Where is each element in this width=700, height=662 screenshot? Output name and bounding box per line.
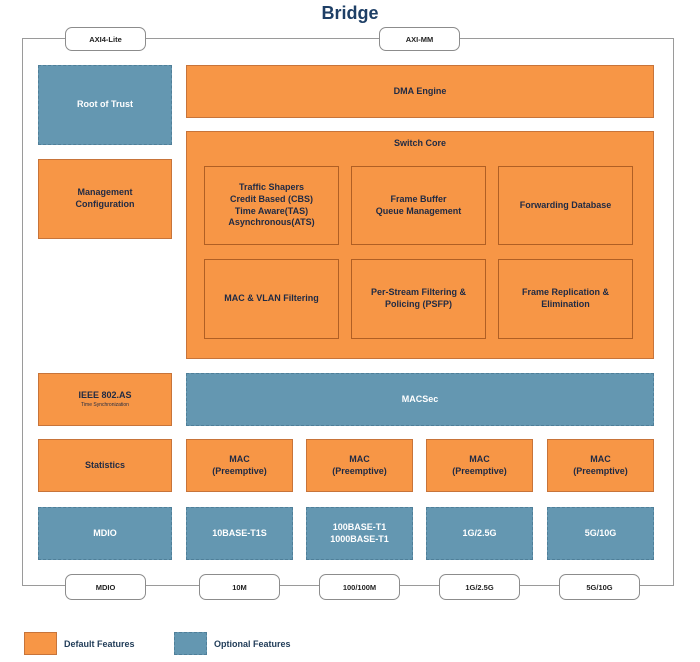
mac-vlan-filtering-block: MAC & VLAN Filtering	[204, 259, 339, 339]
legend-default-swatch	[24, 632, 57, 655]
phy-1g-2-5g-block: 1G/2.5G	[426, 507, 533, 560]
mac-preemptive-block-2: MAC (Preemptive)	[306, 439, 413, 492]
ieee-802-as-block: IEEE 802.AS Time Synchronization	[38, 373, 172, 426]
ieee-802-as-subtitle: Time Synchronization	[81, 402, 129, 409]
mac-preemptive-block-4: MAC (Preemptive)	[547, 439, 654, 492]
diagram-title: Bridge	[321, 3, 379, 23]
port-axi-mm: AXI-MM	[379, 27, 460, 51]
phy-100base-t1-block: 100BASE-T1 1000BASE-T1	[306, 507, 413, 560]
statistics-block: Statistics	[38, 439, 172, 492]
port-mdio: MDIO	[65, 574, 146, 600]
management-configuration-block: Management Configuration	[38, 159, 172, 239]
mdio-block: MDIO	[38, 507, 172, 560]
forwarding-database-block: Forwarding Database	[498, 166, 633, 245]
ieee-802-as-title: IEEE 802.AS	[78, 390, 132, 401]
mac-preemptive-block-3: MAC (Preemptive)	[426, 439, 533, 492]
traffic-shapers-block: Traffic Shapers Credit Based (CBS) Time …	[204, 166, 339, 245]
frame-buffer-block: Frame Buffer Queue Management	[351, 166, 486, 245]
psfp-block: Per-Stream Filtering & Policing (PSFP)	[351, 259, 486, 339]
port-100-100m: 100/100M	[319, 574, 400, 600]
port-1g-2-5g: 1G/2.5G	[439, 574, 520, 600]
switch-core-title: Switch Core	[393, 138, 446, 148]
mac-preemptive-block-1: MAC (Preemptive)	[186, 439, 293, 492]
dma-engine-block: DMA Engine	[186, 65, 654, 118]
frame-replication-block: Frame Replication & Elimination	[498, 259, 633, 339]
phy-5g-10g-block: 5G/10G	[547, 507, 654, 560]
phy-10base-t1s-block: 10BASE-T1S	[186, 507, 293, 560]
legend-optional-label: Optional Features	[214, 639, 291, 649]
root-of-trust-block: Root of Trust	[38, 65, 172, 145]
port-10m: 10M	[199, 574, 280, 600]
port-axi4-lite: AXI4-Lite	[65, 27, 146, 51]
port-5g-10g: 5G/10G	[559, 574, 640, 600]
macsec-block: MACSec	[186, 373, 654, 426]
legend-optional-swatch	[174, 632, 207, 655]
legend-default-label: Default Features	[64, 639, 135, 649]
